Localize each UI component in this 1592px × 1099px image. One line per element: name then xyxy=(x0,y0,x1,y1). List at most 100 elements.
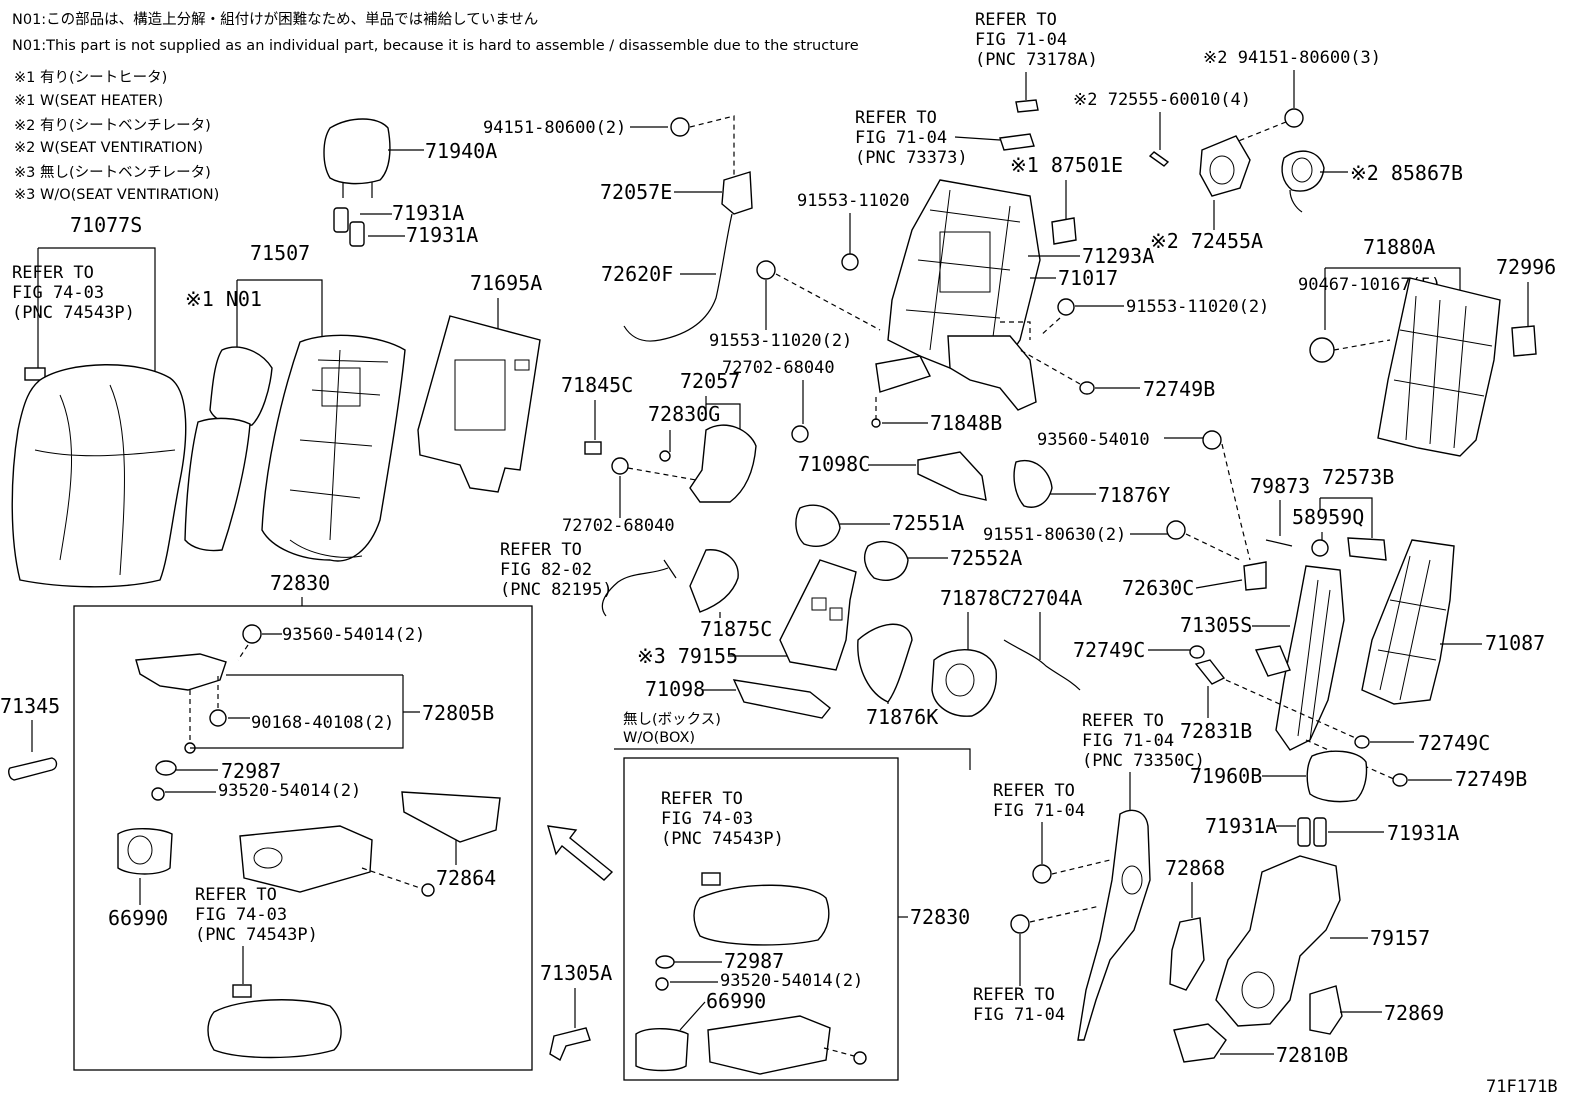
ref-74-03-a-refer[interactable]: REFER TO xyxy=(12,263,94,283)
label-90467-10167-5[interactable]: 90467-10167(5) xyxy=(1298,275,1441,295)
label-72868[interactable]: 72868 xyxy=(1165,856,1225,880)
label-72830g[interactable]: 72830G xyxy=(648,402,720,426)
ref-71-04-a-fig[interactable]: FIG 71-04 xyxy=(855,128,947,148)
ref-74-03-b-fig[interactable]: FIG 74-03 xyxy=(195,905,287,925)
label-94151-80600-3[interactable]: ※2 94151-80600(3) xyxy=(1203,48,1381,68)
ref-74-03-c-fig[interactable]: FIG 74-03 xyxy=(661,809,753,829)
label-71087[interactable]: 71087 xyxy=(1485,631,1545,655)
label-71305a[interactable]: 71305A xyxy=(540,961,612,985)
label-72551a[interactable]: 72551A xyxy=(892,511,964,535)
label-72704a[interactable]: 72704A xyxy=(1010,586,1082,610)
label-71940a[interactable]: 71940A xyxy=(425,139,497,163)
ref-74-03-a-fig[interactable]: FIG 74-03 xyxy=(12,283,104,303)
label-91551-80630-2[interactable]: 91551-80630(2) xyxy=(983,525,1126,545)
label-72455a[interactable]: ※2 72455A xyxy=(1150,229,1263,253)
label-72702-68040-b[interactable]: 72702-68040 xyxy=(722,358,835,378)
label-71305s[interactable]: 71305S xyxy=(1180,613,1252,637)
label-72630c[interactable]: 72630C xyxy=(1122,576,1194,600)
ref-71-04-d-fig[interactable]: FIG 71-04 xyxy=(993,801,1085,821)
label-71931a-4[interactable]: 71931A xyxy=(1387,821,1459,845)
label-72805b[interactable]: 72805B xyxy=(422,701,494,725)
label-71098c[interactable]: 71098C xyxy=(798,452,870,476)
ref-74-03-c-refer[interactable]: REFER TO xyxy=(661,789,743,809)
ref-71-04-c-fig[interactable]: FIG 71-04 xyxy=(1082,731,1174,751)
ref-74-03-b-refer[interactable]: REFER TO xyxy=(195,885,277,905)
label-93560-54010[interactable]: 93560-54010 xyxy=(1037,430,1150,450)
label-72620f[interactable]: 72620F xyxy=(601,262,673,286)
ref-74-03-a-pnc[interactable]: (PNC 74543P) xyxy=(12,303,135,323)
label-72057[interactable]: 72057 xyxy=(680,369,740,393)
ref-71-04-b-refer[interactable]: REFER TO xyxy=(975,10,1057,30)
label-72831b[interactable]: 72831B xyxy=(1180,719,1252,743)
label-71077s[interactable]: 71077S xyxy=(70,213,142,237)
label-72573b[interactable]: 72573B xyxy=(1322,465,1394,489)
label-72987[interactable]: 72987 xyxy=(221,759,281,783)
label-72749b-b[interactable]: 72749B xyxy=(1455,767,1527,791)
ref-82-02-pnc[interactable]: (PNC 82195) xyxy=(500,580,613,600)
label-66990[interactable]: 66990 xyxy=(108,906,168,930)
ref-71-04-a-refer[interactable]: REFER TO xyxy=(855,108,937,128)
label-71845c[interactable]: 71845C xyxy=(561,373,633,397)
label-72057e[interactable]: 72057E xyxy=(600,180,672,204)
ref-82-02-refer[interactable]: REFER TO xyxy=(500,540,582,560)
cover-72552a-shape xyxy=(863,541,909,581)
ref-74-03-c-pnc[interactable]: (PNC 74543P) xyxy=(661,829,784,849)
label-72749c-a[interactable]: 72749C xyxy=(1073,638,1145,662)
label-71880a[interactable]: 71880A xyxy=(1363,235,1435,259)
label-85867b[interactable]: ※2 85867B xyxy=(1350,161,1463,185)
ref-71-04-b-pnc[interactable]: (PNC 73178A) xyxy=(975,50,1098,70)
label-90168-40108-2[interactable]: 90168-40108(2) xyxy=(251,713,394,733)
label-71017[interactable]: 71017 xyxy=(1058,266,1118,290)
label-72864[interactable]: 72864 xyxy=(436,866,496,890)
label-71931a-3[interactable]: 71931A xyxy=(1205,814,1277,838)
label-72555-60010-4[interactable]: ※2 72555-60010(4) xyxy=(1073,90,1251,110)
label-71875c[interactable]: 71875C xyxy=(700,617,772,641)
ref-71-04-b-fig[interactable]: FIG 71-04 xyxy=(975,30,1067,50)
ref-71-04-e-fig[interactable]: FIG 71-04 xyxy=(973,1005,1065,1025)
label-91553-11020[interactable]: 91553-11020 xyxy=(797,191,910,211)
label-71293a[interactable]: 71293A xyxy=(1082,244,1154,268)
label-72869[interactable]: 72869 xyxy=(1384,1001,1444,1025)
ref-71-04-e-refer[interactable]: REFER TO xyxy=(973,985,1055,1005)
label-72552a[interactable]: 72552A xyxy=(950,546,1022,570)
ref-71-04-c-pnc[interactable]: (PNC 73350C) xyxy=(1082,751,1205,771)
label-72810b[interactable]: 72810B xyxy=(1276,1043,1348,1067)
label-93520-54014-2[interactable]: 93520-54014(2) xyxy=(218,781,361,801)
ref-74-03-b-pnc[interactable]: (PNC 74543P) xyxy=(195,925,318,945)
label-87501e[interactable]: ※1 87501E xyxy=(1010,153,1123,177)
label-71848b[interactable]: 71848B xyxy=(930,411,1002,435)
label-93520-54014-2-b[interactable]: 93520-54014(2) xyxy=(720,971,863,991)
label-n01[interactable]: ※1 N01 xyxy=(185,287,262,311)
ref-71-04-a-pnc[interactable]: (PNC 73373) xyxy=(855,148,968,168)
label-71098[interactable]: 71098 xyxy=(645,677,705,701)
label-71931a-1[interactable]: 71931A xyxy=(392,201,464,225)
label-72702-68040-a[interactable]: 72702-68040 xyxy=(562,516,675,536)
label-72830-b[interactable]: 72830 xyxy=(910,905,970,929)
label-71507[interactable]: 71507 xyxy=(250,241,310,265)
label-72996[interactable]: 72996 xyxy=(1496,255,1556,279)
ref-82-02-fig[interactable]: FIG 82-02 xyxy=(500,560,592,580)
label-71931a-2[interactable]: 71931A xyxy=(406,223,478,247)
label-91553-11020-2[interactable]: 91553-11020(2) xyxy=(709,331,852,351)
label-72749b[interactable]: 72749B xyxy=(1143,377,1215,401)
label-71960b[interactable]: 71960B xyxy=(1190,764,1262,788)
label-91553-11020-2-b[interactable]: 91553-11020(2) xyxy=(1126,297,1269,317)
label-72987-b[interactable]: 72987 xyxy=(724,949,784,973)
ref-71-04-d-refer[interactable]: REFER TO xyxy=(993,781,1075,801)
label-79157[interactable]: 79157 xyxy=(1370,926,1430,950)
label-58959q[interactable]: 58959Q xyxy=(1292,505,1364,529)
label-94151-80600-2[interactable]: 94151-80600(2) xyxy=(483,118,626,138)
armrest-box-frame xyxy=(73,605,533,1071)
label-71345[interactable]: 71345 xyxy=(0,694,60,718)
ref-71-04-c-refer[interactable]: REFER TO xyxy=(1082,711,1164,731)
label-72830[interactable]: 72830 xyxy=(270,571,330,595)
label-71695a[interactable]: 71695A xyxy=(470,271,542,295)
label-71876k[interactable]: 71876K xyxy=(866,705,938,729)
label-66990-b[interactable]: 66990 xyxy=(706,989,766,1013)
label-93560-54014-2[interactable]: 93560-54014(2) xyxy=(282,625,425,645)
label-71876y[interactable]: 71876Y xyxy=(1098,483,1170,507)
label-79873[interactable]: 79873 xyxy=(1250,474,1310,498)
label-72749c-b[interactable]: 72749C xyxy=(1418,731,1490,755)
label-79155[interactable]: ※3 79155 xyxy=(637,644,738,668)
label-71878c[interactable]: 71878C xyxy=(940,586,1012,610)
